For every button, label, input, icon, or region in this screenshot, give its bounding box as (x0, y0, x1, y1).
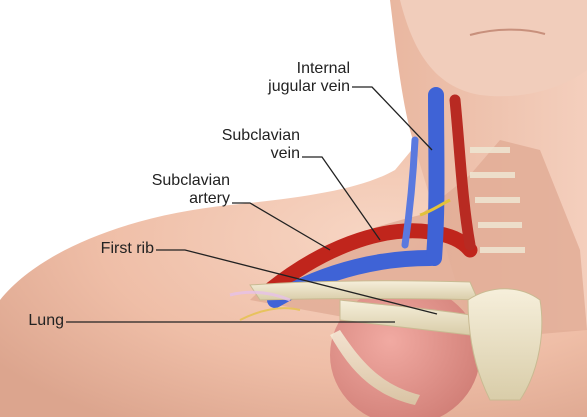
label-line-2: artery (120, 190, 230, 208)
internal-jugular-vein (434, 95, 437, 258)
label-subclavian-artery: Subclavian artery (120, 172, 230, 208)
label-line-1: Subclavian (190, 127, 300, 145)
label-first-rib: First rib (60, 240, 154, 258)
label-text: First rib (60, 240, 154, 258)
label-text: Lung (10, 312, 64, 330)
label-subclavian-vein: Subclavian vein (190, 127, 300, 163)
label-internal-jugular-vein: Internal jugular vein (240, 60, 350, 96)
label-line-2: jugular vein (240, 78, 350, 96)
label-line-2: vein (190, 145, 300, 163)
label-line-1: Internal (240, 60, 350, 78)
label-lung: Lung (10, 312, 64, 330)
label-line-1: Subclavian (120, 172, 230, 190)
